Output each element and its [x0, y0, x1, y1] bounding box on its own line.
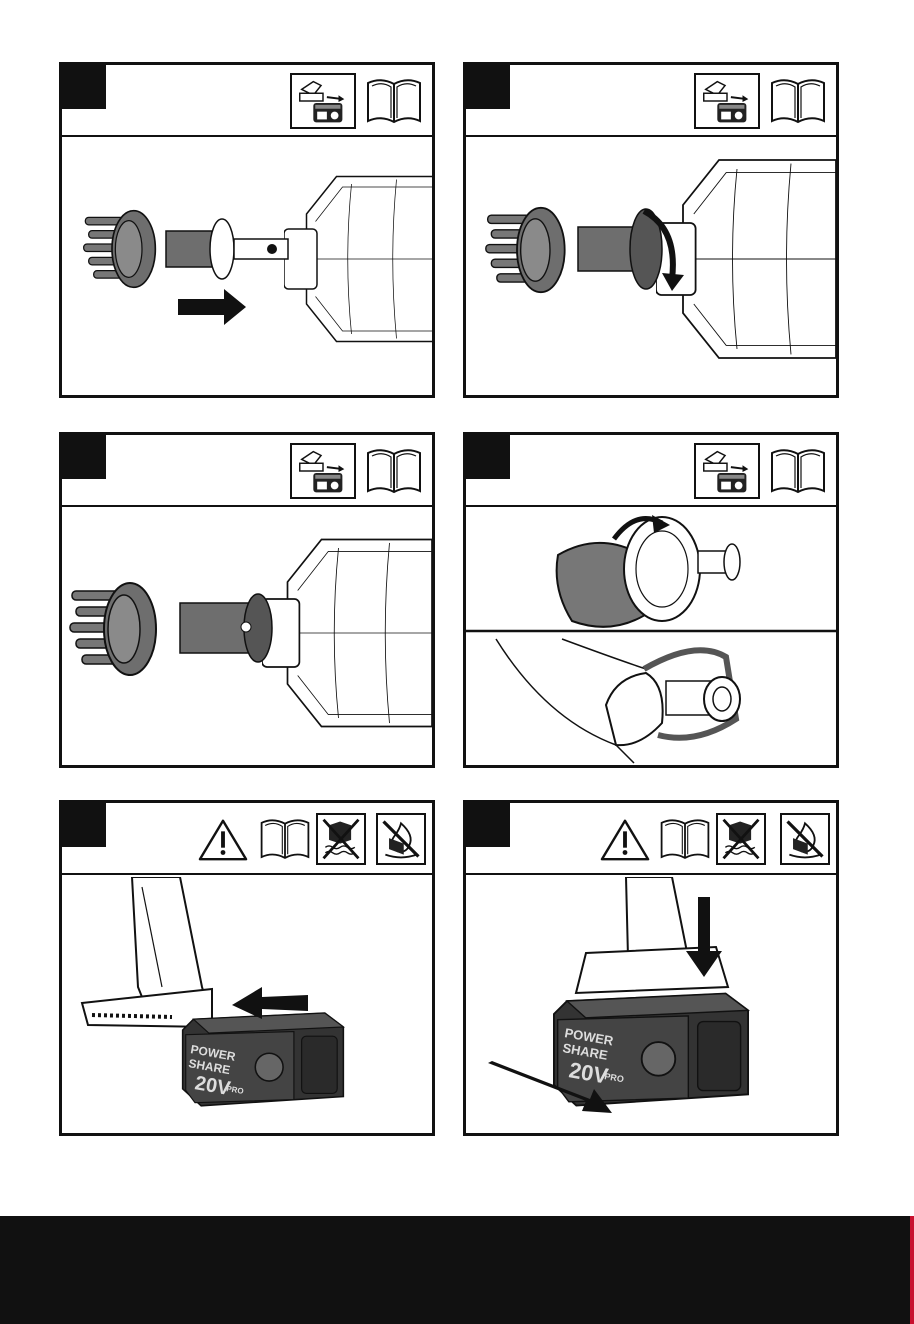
read-manual-icon — [364, 75, 424, 127]
no-water-icon — [716, 813, 766, 865]
step-panel-5: POWER SHARE 20V PRO — [59, 800, 435, 1136]
panel-header — [466, 803, 836, 875]
release-battery-icon: POWER SHARE 20V PRO — [466, 877, 836, 1133]
nozzle-attached-icon — [62, 509, 432, 765]
step-number-badge — [466, 65, 510, 109]
step-number-badge — [466, 435, 510, 479]
step-number-badge — [62, 435, 106, 479]
read-manual-icon — [768, 75, 828, 127]
panel-header — [62, 435, 432, 507]
read-manual-icon — [658, 815, 712, 863]
remove-battery-icon — [290, 73, 356, 129]
no-fire-icon — [376, 813, 426, 865]
rotate-nozzle-lock-icon — [466, 139, 836, 395]
attach-nozzle-push-icon — [62, 139, 432, 395]
read-manual-icon — [258, 815, 312, 863]
step-panel-4 — [463, 432, 839, 768]
step-number-badge — [62, 803, 106, 847]
footer-accent-stripe — [910, 1216, 914, 1324]
no-water-icon — [316, 813, 366, 865]
panel-header — [466, 65, 836, 137]
remove-battery-icon — [290, 443, 356, 499]
step-panel-2 — [463, 62, 839, 398]
panel-header — [62, 65, 432, 137]
insert-battery-icon: POWER SHARE 20V PRO — [62, 877, 432, 1133]
read-manual-icon — [768, 445, 828, 497]
no-fire-icon — [780, 813, 830, 865]
warning-icon — [198, 817, 248, 863]
panel-header — [466, 435, 836, 507]
step-panel-3 — [59, 432, 435, 768]
warning-icon — [600, 817, 650, 863]
read-manual-icon — [364, 445, 424, 497]
filter-bag-and-hand-icon — [466, 509, 836, 765]
panel-header — [62, 803, 432, 875]
step-number-badge — [62, 65, 106, 109]
step-panel-1 — [59, 62, 435, 398]
remove-battery-icon — [694, 443, 760, 499]
step-number-badge — [466, 803, 510, 847]
step-panel-6: POWER SHARE 20V PRO — [463, 800, 839, 1136]
remove-battery-icon — [694, 73, 760, 129]
footer-bar — [0, 1216, 914, 1324]
